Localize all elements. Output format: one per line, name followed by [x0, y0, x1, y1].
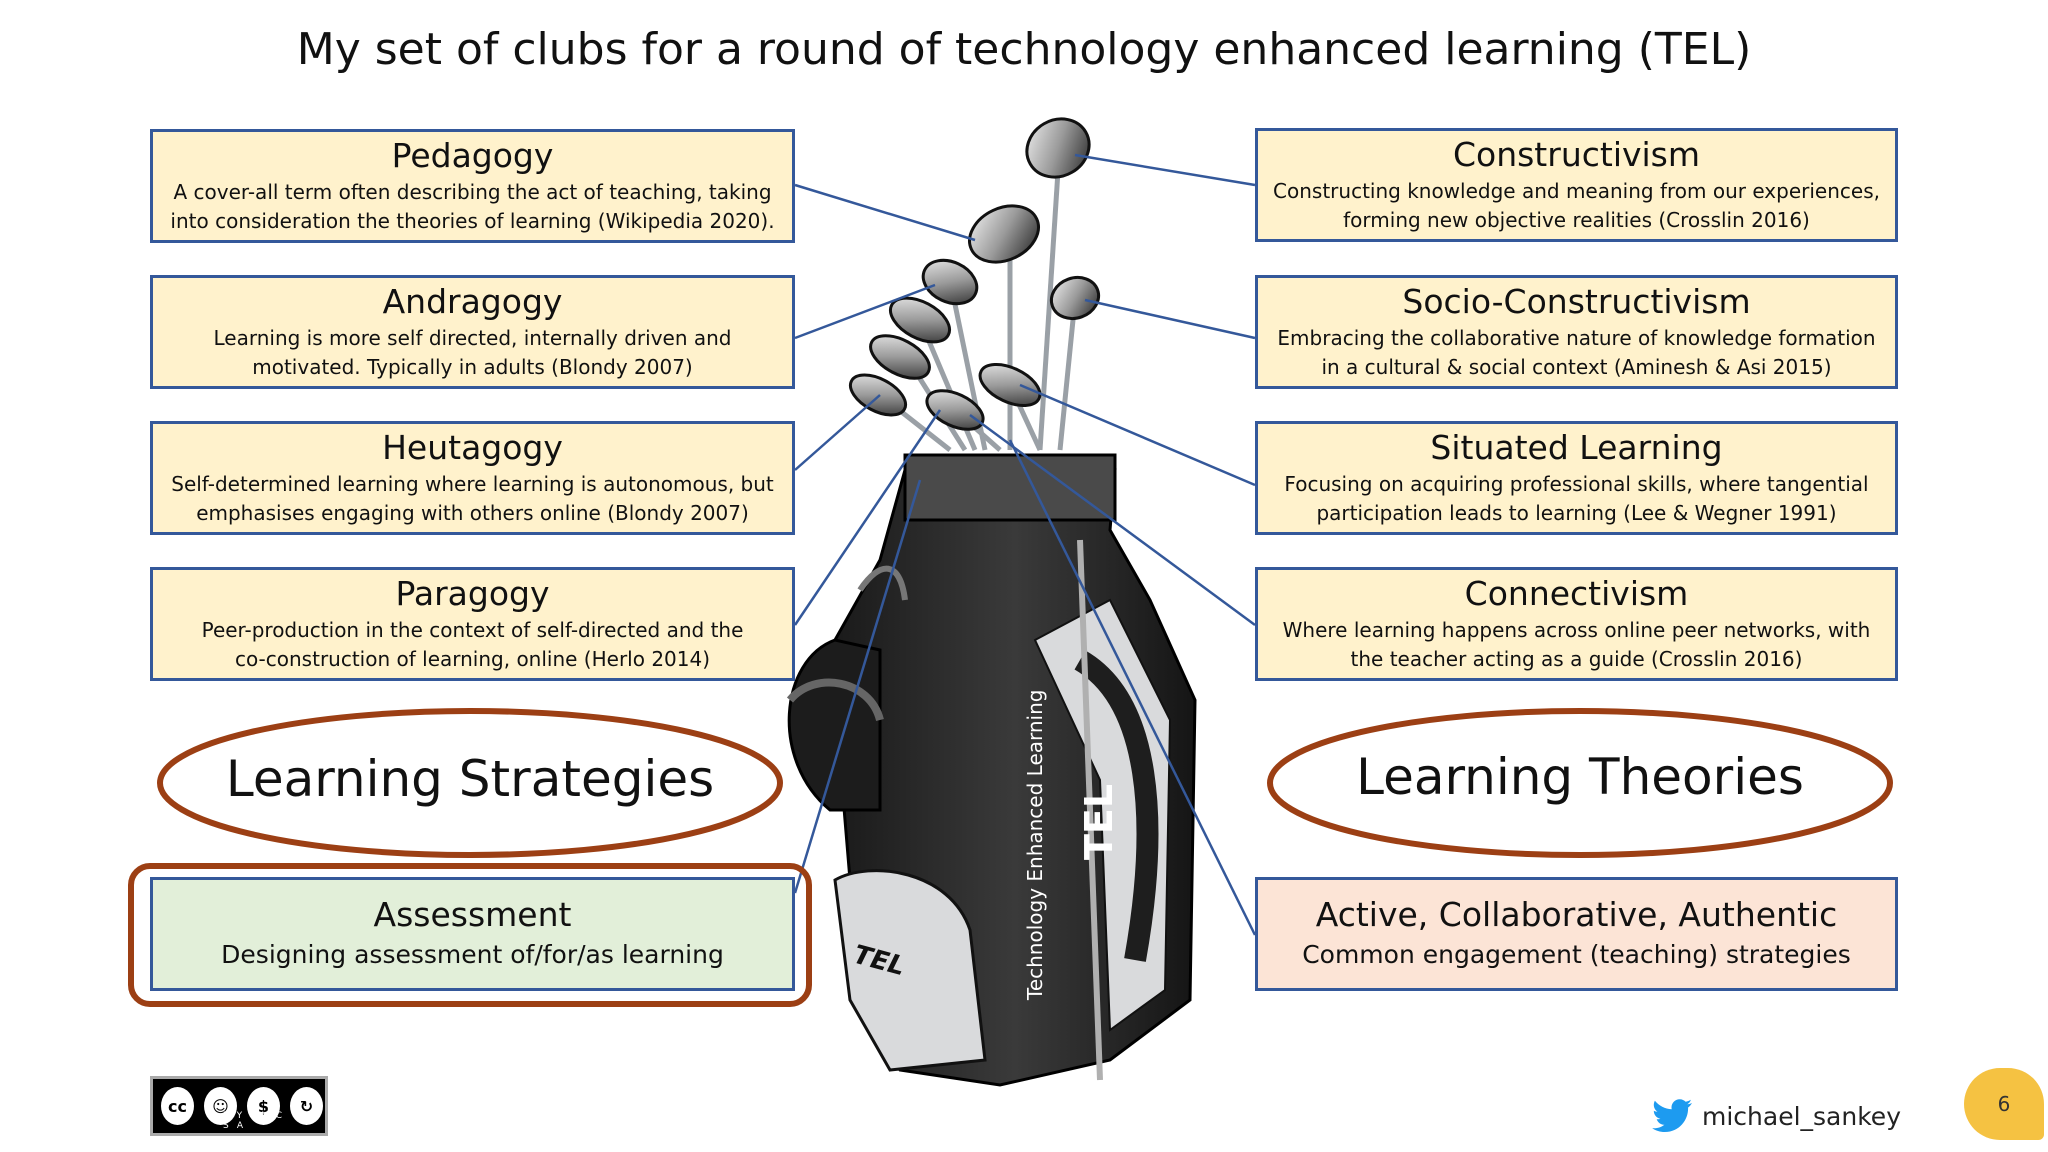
cc-terms: BY NC SA: [223, 1111, 325, 1131]
box-pedagogy: Pedagogy A cover-all term often describi…: [150, 129, 795, 243]
box-paragogy-line1: Peer-production in the context of self-d…: [201, 618, 744, 642]
club-head-wood-1: [968, 204, 1040, 264]
twitter-bird-icon: [1652, 1099, 1692, 1132]
box-assessment: Assessment Designing assessment of/for/a…: [150, 877, 795, 991]
label-learning-strategies: Learning Strategies: [225, 750, 715, 808]
box-situated-line1: Focusing on acquiring professional skill…: [1284, 472, 1869, 496]
box-assessment-heading: Assessment: [373, 895, 572, 934]
box-andragogy-heading: Andragogy: [382, 282, 563, 321]
box-assessment-desc: Designing assessment of/for/as learning: [221, 940, 724, 969]
cc-license-badge: cc ☺ $ ↻ BY NC SA: [150, 1076, 328, 1136]
club-head-iron-3: [848, 373, 908, 417]
box-heutagogy-heading: Heutagogy: [382, 428, 563, 467]
club-head-driver: [1025, 117, 1091, 179]
box-connectivism-line2: the teacher acting as a guide (Crosslin …: [1350, 647, 1803, 671]
box-andragogy-line2: motivated. Typically in adults (Blondy 2…: [252, 355, 693, 379]
box-heutagogy-line2: emphasises engaging with others online (…: [196, 501, 749, 525]
connector-engagement: [1008, 439, 1257, 936]
box-andragogy: Andragogy Learning is more self directed…: [150, 275, 795, 389]
twitter-handle-text: michael_sankey: [1702, 1101, 1901, 1131]
cc-term-nc: NC: [261, 1111, 291, 1121]
page-number-badge: 6: [1964, 1068, 2044, 1140]
club-head-iron-4: [978, 362, 1042, 408]
box-pedagogy-heading: Pedagogy: [391, 136, 554, 175]
connector-connectivism: [969, 413, 1256, 627]
sharealike-icon: ↻: [288, 1085, 325, 1127]
slide-title: My set of clubs for a round of technolog…: [296, 24, 1752, 75]
box-pedagogy-line1: A cover-all term often describing the ac…: [173, 180, 772, 204]
connector-socio: [1084, 298, 1256, 340]
connector-andragogy: [794, 283, 936, 340]
box-connectivism-heading: Connectivism: [1464, 574, 1689, 613]
box-engagement-heading: Active, Collaborative, Authentic: [1315, 895, 1838, 934]
connector-pedagogy: [794, 183, 976, 242]
box-paragogy-heading: Paragogy: [395, 574, 550, 613]
box-andragogy-line1: Learning is more self directed, internal…: [213, 326, 732, 350]
connector-constructivism: [1074, 153, 1256, 187]
bag-logo-big: TEL: [1077, 784, 1121, 860]
connector-heutagogy: [794, 394, 881, 471]
page-number: 6: [1997, 1092, 2011, 1116]
box-engagement: Active, Collaborative, Authentic Common …: [1255, 877, 1898, 991]
box-socio-heading: Socio-Constructivism: [1402, 282, 1751, 321]
club-head-iron-1: [889, 296, 951, 344]
club-head-wood-2: [1049, 275, 1101, 321]
box-constructivism: Constructivism Constructing knowledge an…: [1255, 128, 1898, 242]
box-constructivism-line1: Constructing knowledge and meaning from …: [1273, 179, 1880, 203]
twitter-handle: michael_sankey: [1652, 1098, 1901, 1134]
box-situated-line2: participation leads to learning (Lee & W…: [1316, 501, 1837, 525]
box-pedagogy-line2: into consideration the theories of learn…: [170, 209, 775, 233]
cc-term-by: BY: [223, 1111, 251, 1121]
box-connectivism: Connectivism Where learning happens acro…: [1255, 567, 1898, 681]
box-constructivism-heading: Constructivism: [1452, 135, 1701, 174]
box-heutagogy-line1: Self-determined learning where learning …: [171, 472, 774, 496]
box-socio-line1: Embracing the collaborative nature of kn…: [1277, 326, 1876, 350]
bag-vertical-text: Technology Enhanced Learning: [1023, 690, 1047, 1002]
box-paragogy: Paragogy Peer-production in the context …: [150, 567, 795, 681]
box-socio-constructivism: Socio-Constructivism Embracing the colla…: [1255, 275, 1898, 389]
box-engagement-desc: Common engagement (teaching) strategies: [1302, 940, 1851, 969]
label-learning-theories: Learning Theories: [1356, 748, 1804, 806]
box-connectivism-line1: Where learning happens across online pee…: [1282, 618, 1871, 642]
connector-paragogy: [793, 409, 942, 626]
connector-assessment: [793, 479, 922, 894]
noncommercial-icon: $: [245, 1085, 282, 1127]
assessment-highlight: [128, 863, 812, 1007]
attribution-icon: ☺: [202, 1085, 239, 1127]
connector-lines: [793, 153, 1257, 936]
club-head-iron-2: [869, 334, 931, 380]
box-heutagogy: Heutagogy Self-determined learning where…: [150, 421, 795, 535]
box-paragogy-line2: co-construction of learning, online (Her…: [234, 647, 711, 671]
cc-term-sa: SA: [223, 1121, 252, 1131]
box-situated-heading: Situated Learning: [1430, 428, 1723, 467]
club-head-hybrid: [921, 258, 979, 306]
box-situated-learning: Situated Learning Focusing on acquiring …: [1255, 421, 1898, 535]
box-socio-line2: in a cultural & social context (Aminesh …: [1321, 355, 1832, 379]
cc-icon: cc: [159, 1085, 196, 1127]
box-constructivism-line2: forming new objective realities (Crossli…: [1343, 208, 1810, 232]
connector-situated: [1019, 383, 1256, 487]
golf-bag-body: [786, 453, 1197, 1087]
club-heads: [848, 117, 1101, 431]
